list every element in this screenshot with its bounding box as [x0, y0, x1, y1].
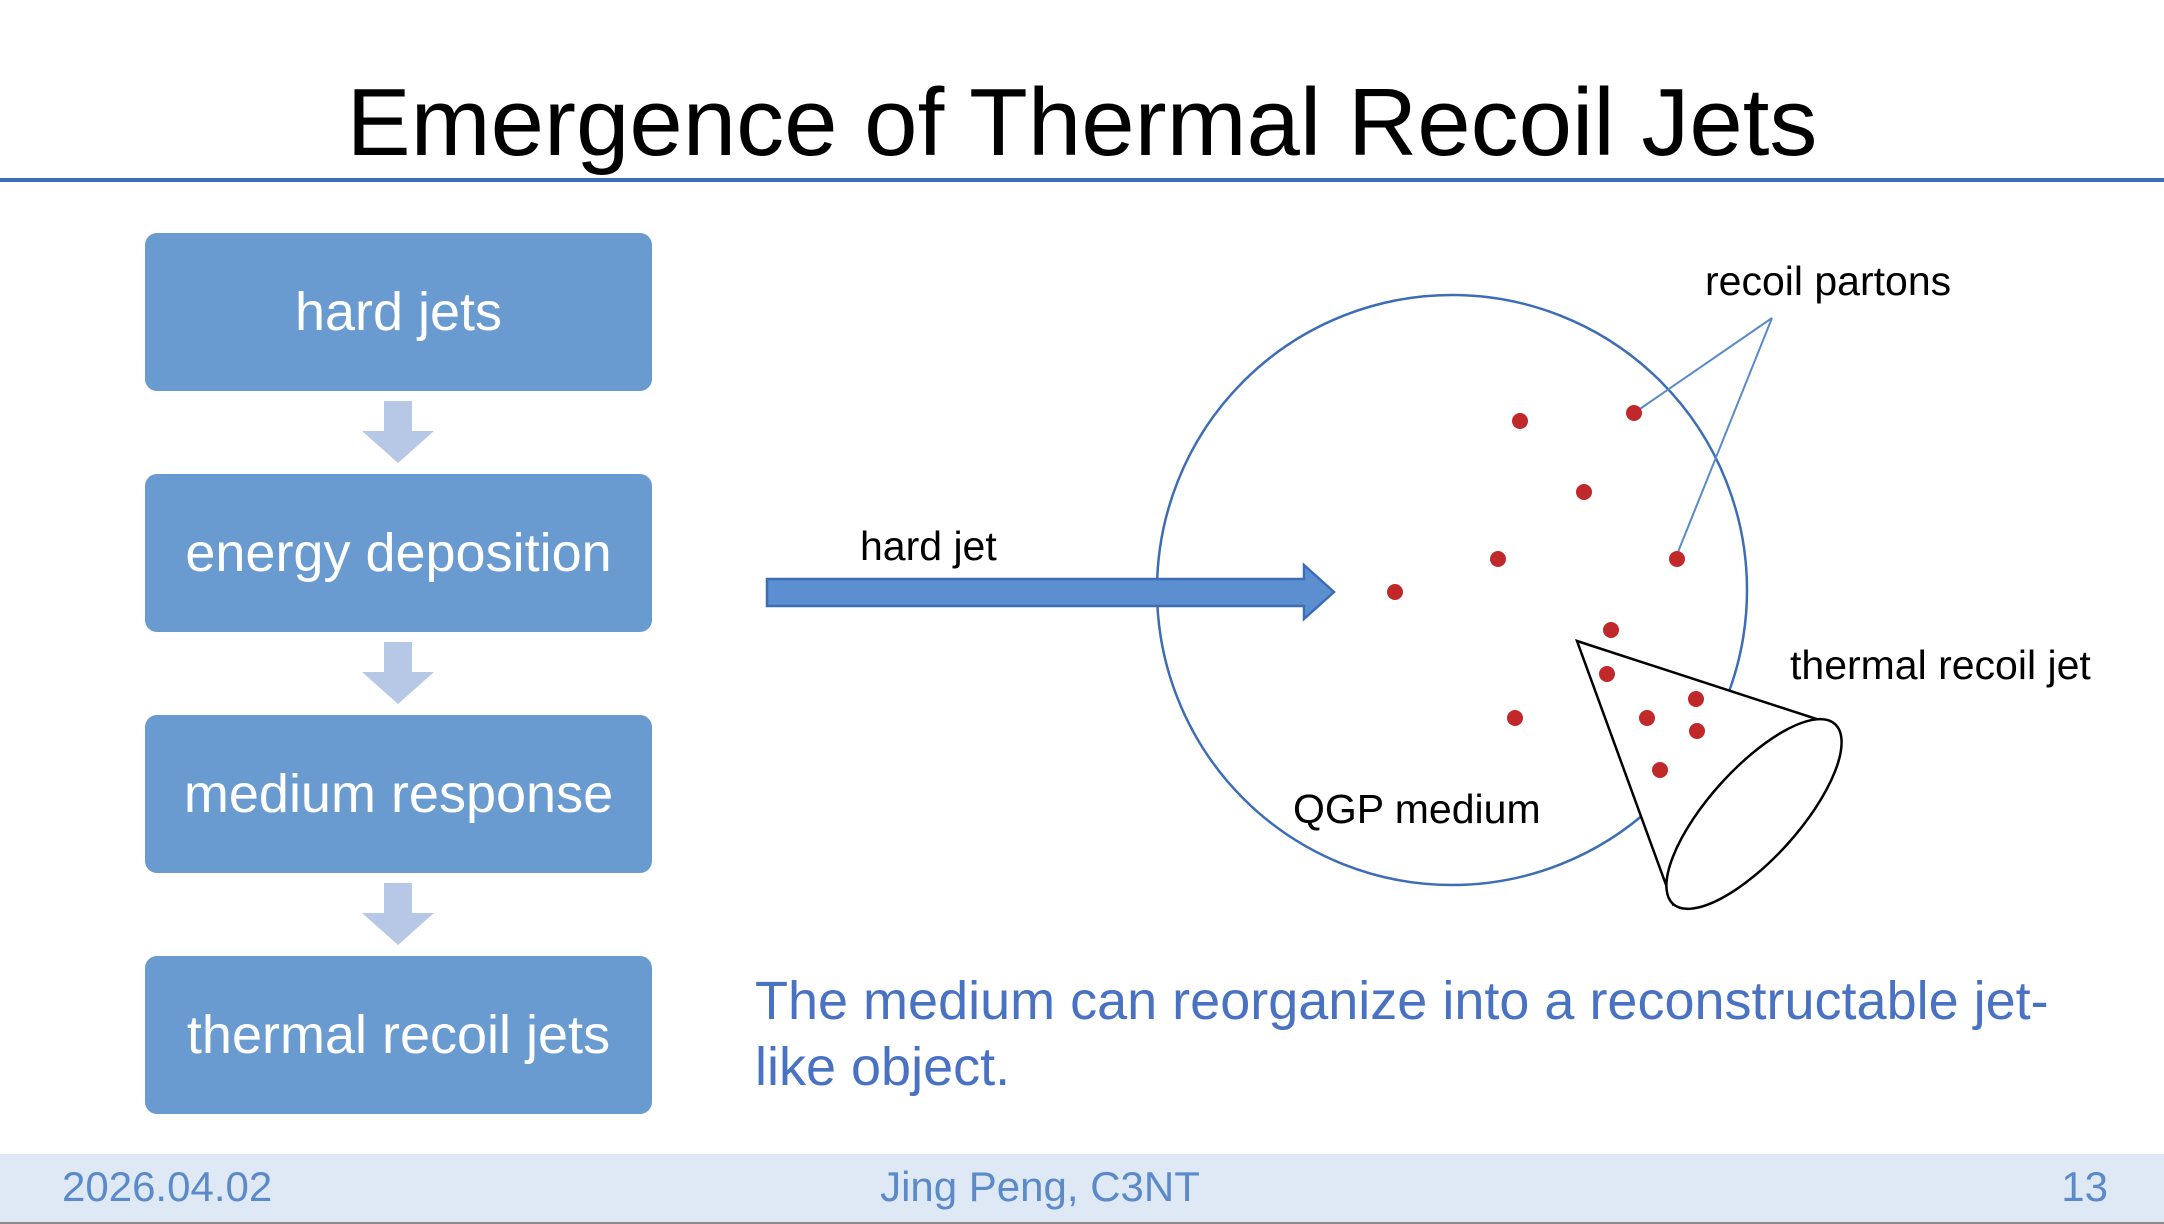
flow-step-thermal-recoil-jets: thermal recoil jets — [145, 956, 652, 1114]
recoil-parton-dot — [1512, 413, 1528, 429]
slide-footer: 2026.04.02 Jing Peng, C3NT 13 — [0, 1154, 2164, 1224]
slide-caption: The medium can reorganize into a reconst… — [755, 971, 2049, 1097]
flow-step-energy-deposition: energy deposition — [145, 474, 652, 632]
down-arrow-icon — [362, 401, 434, 463]
footer-author: Jing Peng, C3NT — [880, 1163, 1200, 1210]
recoil-partons-label: recoil partons — [1705, 258, 1952, 304]
recoil-parton-dot — [1576, 484, 1592, 500]
footer-date: 2026.04.02 — [62, 1163, 273, 1210]
recoil-parton-dot — [1652, 762, 1668, 778]
recoil-parton-dot — [1669, 551, 1685, 567]
recoil-parton-dot — [1639, 710, 1655, 726]
recoil-parton-dot — [1490, 551, 1506, 567]
recoil-parton-dot — [1603, 622, 1619, 638]
thermal-recoil-jet-cone — [1574, 639, 1843, 911]
footer-page-number: 13 — [2061, 1163, 2108, 1210]
recoil-parton-dot — [1387, 584, 1403, 600]
hard-jet-arrow — [765, 562, 1336, 622]
slide-title: Emergence of Thermal Recoil Jets — [346, 69, 1818, 176]
thermal-recoil-jet-label: thermal recoil jet — [1790, 642, 2091, 688]
recoil-parton-dot — [1688, 691, 1704, 707]
title-divider — [0, 178, 2164, 182]
recoil-callout-line — [1633, 317, 1773, 414]
recoil-parton-dot — [1507, 710, 1523, 726]
qgp-medium-label: QGP medium — [1293, 786, 1541, 832]
down-arrow-icon — [362, 642, 434, 704]
hard-jet-label: hard jet — [860, 523, 997, 569]
flow-step-hard-jets: hard jets — [145, 233, 652, 391]
recoil-parton-dot — [1599, 666, 1615, 682]
down-arrow-icon — [362, 883, 434, 945]
recoil-callout-line — [1675, 317, 1773, 558]
recoil-parton-dot — [1689, 723, 1705, 739]
recoil-parton-dot — [1626, 405, 1642, 421]
flow-step-medium-response: medium response — [145, 715, 652, 873]
